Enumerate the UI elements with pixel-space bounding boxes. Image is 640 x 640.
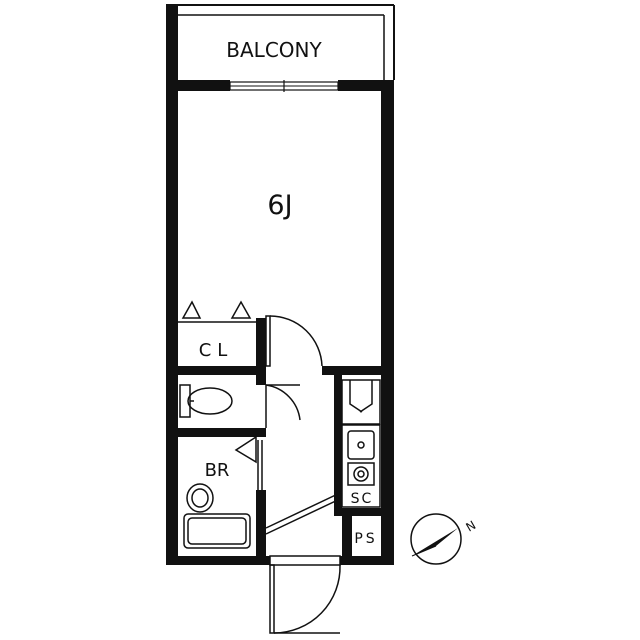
compass-north-label: N bbox=[464, 518, 479, 535]
label-balcony: BALCONY bbox=[226, 38, 322, 62]
label-shoe-cabinet: SC bbox=[351, 491, 374, 507]
entrance-door[interactable] bbox=[269, 555, 341, 634]
toilet-door[interactable] bbox=[265, 384, 301, 428]
kitchen-counter bbox=[341, 424, 381, 508]
closet-interior bbox=[178, 300, 256, 323]
outer-walls bbox=[166, 5, 394, 565]
toilet bbox=[179, 384, 233, 418]
label-closet: CL bbox=[199, 340, 234, 361]
label-bathroom: BR bbox=[205, 460, 230, 481]
label-pipe-space: PS bbox=[354, 531, 377, 547]
bathroom-fixtures bbox=[183, 435, 257, 549]
kitchen-cabinet bbox=[341, 379, 381, 425]
interior-walls bbox=[166, 318, 394, 560]
label-main-room: 6J bbox=[267, 190, 292, 221]
balcony-area bbox=[166, 4, 395, 80]
corridor-step bbox=[265, 491, 343, 535]
balcony-window bbox=[229, 80, 339, 92]
bath-door[interactable] bbox=[257, 440, 263, 490]
room-door[interactable] bbox=[265, 315, 323, 367]
compass-icon: N bbox=[410, 513, 479, 565]
